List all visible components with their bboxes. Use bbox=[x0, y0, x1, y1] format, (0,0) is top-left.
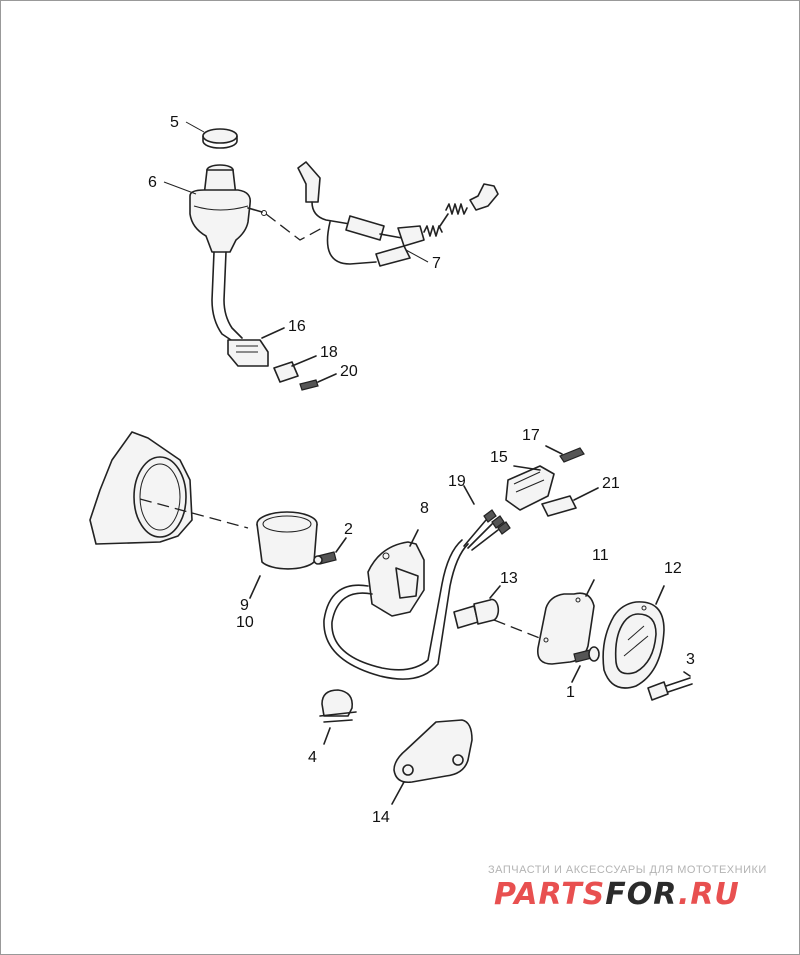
timer-housing bbox=[89, 431, 249, 545]
part-17-terminal-pin bbox=[545, 445, 585, 463]
leader-coil-to-lead bbox=[265, 213, 323, 241]
part-11-gasket bbox=[536, 579, 595, 665]
part-7-spark-plug-lead bbox=[297, 161, 499, 267]
callout-15: 15 bbox=[490, 449, 508, 466]
part-9-10-sleeve bbox=[249, 511, 318, 599]
callout-1: 1 bbox=[566, 684, 575, 701]
callout-5: 5 bbox=[170, 114, 179, 131]
part-19-wire-leads bbox=[463, 485, 511, 551]
part-21-lock bbox=[541, 487, 599, 517]
part-1-screw bbox=[571, 646, 600, 683]
callout-10: 10 bbox=[236, 614, 254, 631]
watermark-logo-parts: PARTS bbox=[494, 877, 605, 912]
watermark-logo: PARTSFOR.RU bbox=[494, 877, 740, 912]
callout-13: 13 bbox=[500, 570, 518, 587]
callout-19: 19 bbox=[448, 473, 466, 490]
watermark: ЗАПЧАСТИ И АКСЕССУАРЫ ДЛЯ МОТОТЕХНИКИ PA… bbox=[488, 864, 767, 912]
callout-14: 14 bbox=[372, 809, 390, 826]
callout-9: 9 bbox=[240, 597, 249, 614]
part-2-screw bbox=[313, 537, 347, 565]
part-13-stud bbox=[453, 585, 501, 629]
callout-12: 12 bbox=[664, 560, 682, 577]
part-5-cap bbox=[202, 128, 238, 149]
callout-17: 17 bbox=[522, 427, 540, 444]
callout-7: 7 bbox=[432, 255, 441, 272]
callout-4: 4 bbox=[308, 749, 317, 766]
callout-8: 8 bbox=[420, 500, 429, 517]
watermark-logo-ru: .RU bbox=[678, 877, 740, 912]
watermark-tagline: ЗАПЧАСТИ И АКСЕССУАРЫ ДЛЯ МОТОТЕХНИКИ bbox=[488, 864, 767, 876]
part-4-clip bbox=[319, 689, 357, 745]
watermark-logo-for: FOR bbox=[605, 877, 678, 912]
callout-18: 18 bbox=[320, 344, 338, 361]
part-20-pin bbox=[299, 373, 337, 391]
callout-labels: 5 6 7 16 18 20 17 15 21 19 8 2 9 10 13 1… bbox=[148, 114, 695, 826]
part-8-sensor-plate bbox=[323, 529, 469, 680]
callout-21: 21 bbox=[602, 475, 620, 492]
callout-11: 11 bbox=[592, 547, 609, 564]
callout-6: 6 bbox=[148, 174, 157, 191]
callout-2: 2 bbox=[344, 521, 353, 538]
part-16-connector bbox=[227, 327, 285, 367]
callout-16: 16 bbox=[288, 318, 306, 335]
part-18-terminal bbox=[273, 355, 317, 383]
part-14-bracket-plate bbox=[391, 719, 473, 805]
part-15-connector-housing bbox=[505, 465, 555, 511]
part-3-bolt bbox=[647, 671, 693, 701]
part-12-cover bbox=[602, 585, 665, 689]
callout-3: 3 bbox=[686, 651, 695, 668]
part-6-coil bbox=[189, 164, 267, 343]
callout-20: 20 bbox=[340, 363, 358, 380]
